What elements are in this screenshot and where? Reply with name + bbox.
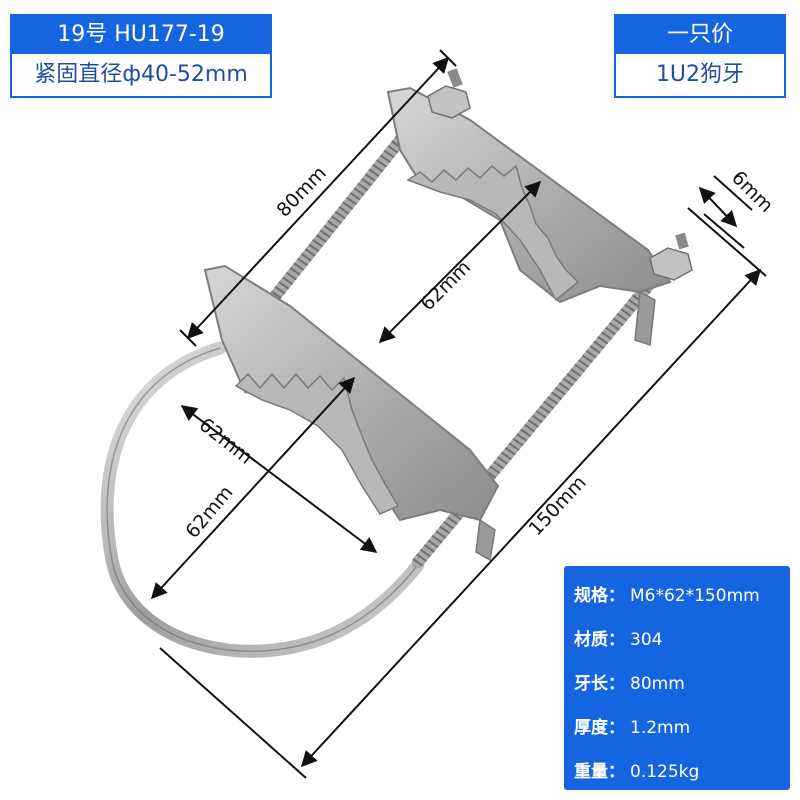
dim-62mm-left-label: 62mm <box>195 414 257 469</box>
specs-panel: 规格： M6*62*150mm 材质： 304 牙长： 80mm 厚度： 1.2… <box>564 566 790 790</box>
spec-value: 304 <box>630 630 663 650</box>
spec-value: 1.2mm <box>630 718 691 738</box>
dimension-62mm-width: 62mm <box>150 376 356 600</box>
spec-label: 重量： <box>574 762 625 782</box>
price-tag-right: 一只价 1U2狗牙 <box>614 14 786 98</box>
hex-nut-right <box>649 232 693 281</box>
dimension-80mm: 80mm <box>179 49 457 347</box>
dimension-6mm: 6mm <box>698 167 777 249</box>
spec-row: 材质： 304 <box>564 618 790 662</box>
spec-label: 牙长： <box>574 674 625 694</box>
spec-label: 材质： <box>574 630 625 650</box>
dim-80mm-label: 80mm <box>273 162 331 221</box>
spec-label: 规格： <box>574 586 625 606</box>
model-label: 19号 HU177-19 <box>12 16 270 54</box>
spec-value: M6*62*150mm <box>630 586 760 606</box>
dim-150mm-label: 150mm <box>525 472 591 541</box>
dim-62mm-width-label: 62mm <box>181 482 237 543</box>
spec-row: 重量： 0.125kg <box>564 750 790 794</box>
spec-value: 80mm <box>630 674 685 694</box>
dim-62mm-upper-label: 62mm <box>416 256 475 315</box>
spec-label: 厚度： <box>574 718 625 738</box>
spec-row: 厚度： 1.2mm <box>564 706 790 750</box>
spec-row: 牙长： 80mm <box>564 662 790 706</box>
set-desc-label: 1U2狗牙 <box>655 62 745 87</box>
hex-nut-top <box>427 68 471 119</box>
spec-row: 规格： M6*62*150mm <box>564 574 790 618</box>
spec-value: 0.125kg <box>630 762 700 782</box>
price-unit-label: 一只价 <box>616 16 784 54</box>
